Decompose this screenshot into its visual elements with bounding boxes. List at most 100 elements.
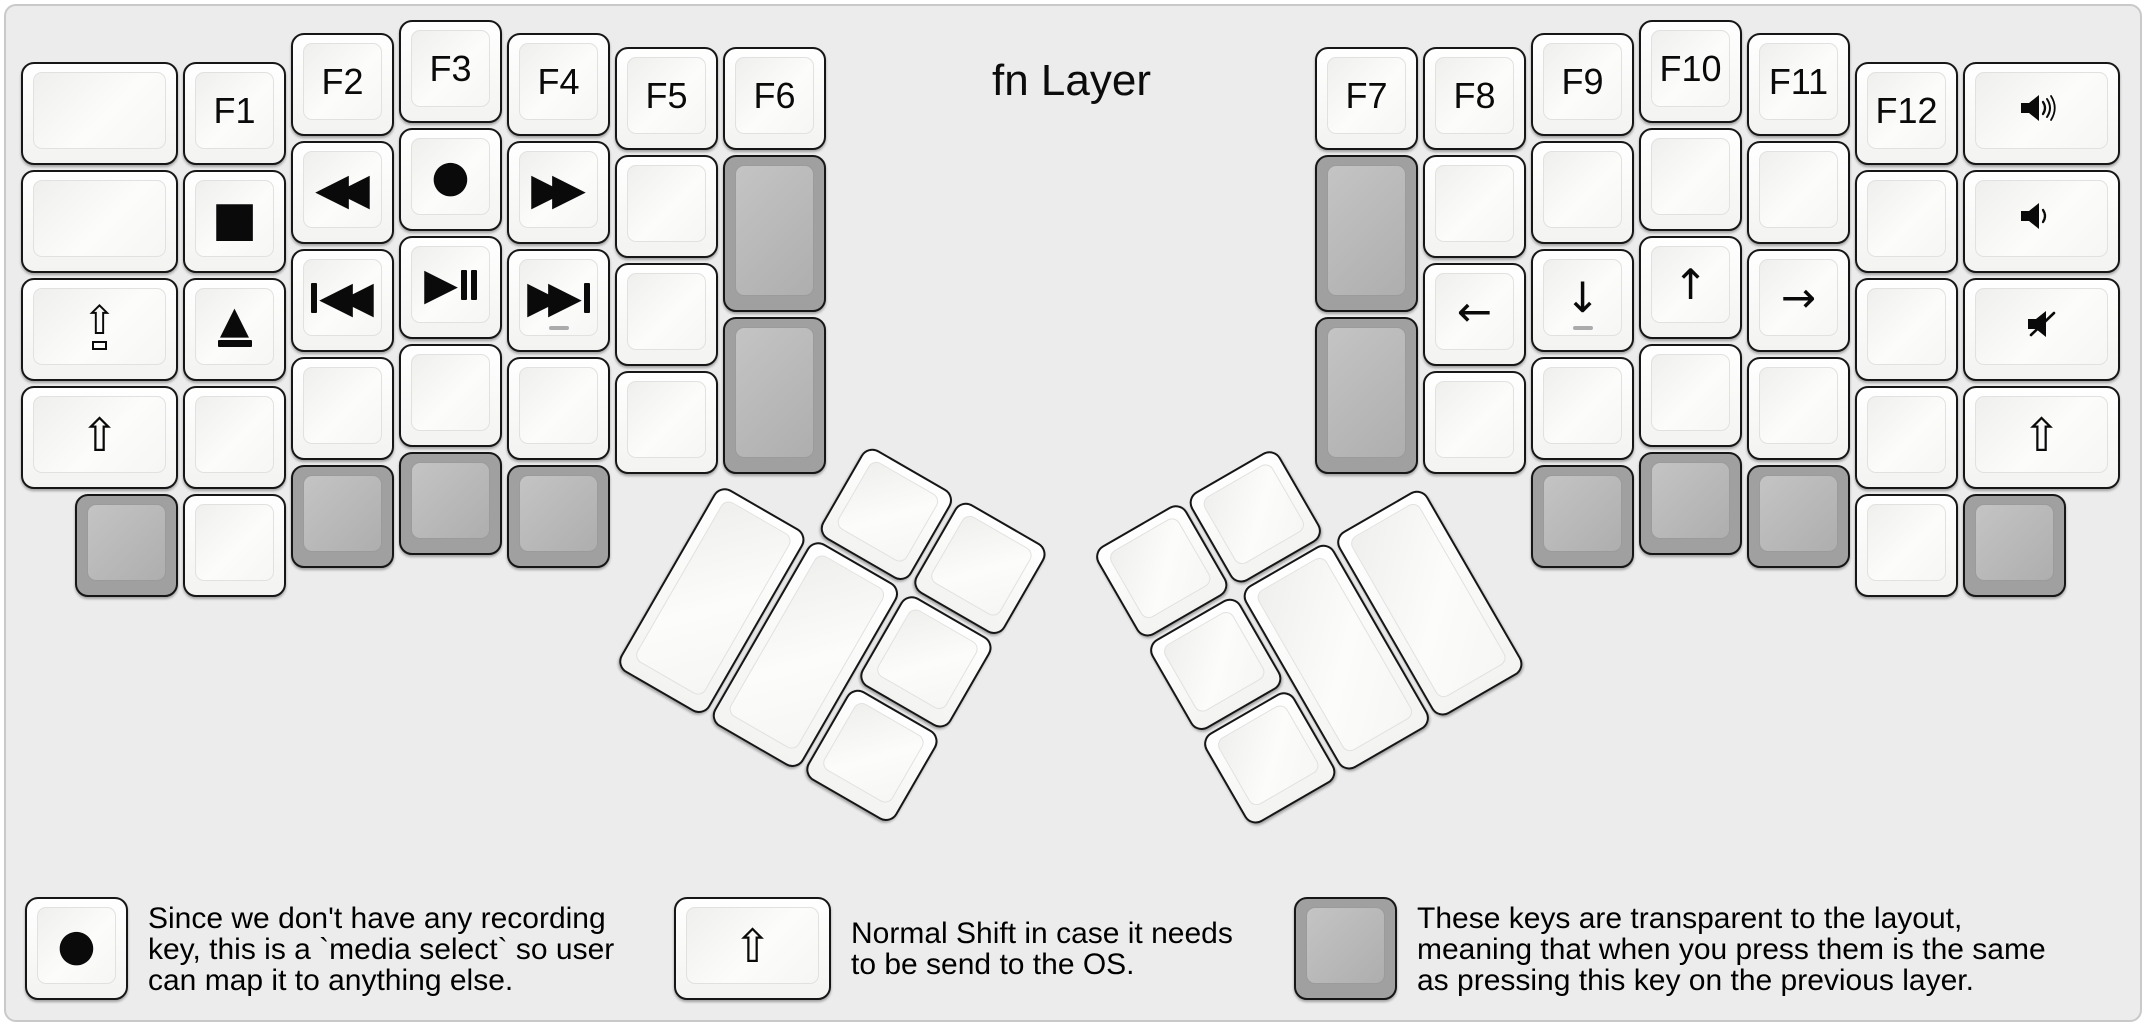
keytop bbox=[33, 72, 166, 149]
key-transparent[interactable] bbox=[507, 465, 610, 568]
keytop bbox=[1543, 475, 1622, 552]
keytop bbox=[1759, 475, 1838, 552]
key-f1[interactable]: F1 bbox=[183, 62, 286, 165]
key-blank[interactable] bbox=[21, 170, 178, 273]
key-transparent[interactable] bbox=[1747, 465, 1850, 568]
key-blank[interactable] bbox=[183, 386, 286, 489]
key-previous-track[interactable]: ◀◀ bbox=[291, 249, 394, 352]
keytop bbox=[1975, 288, 2108, 365]
key-transparent[interactable] bbox=[1639, 452, 1742, 555]
key-f7[interactable]: F7 bbox=[1315, 47, 1418, 150]
key-blank[interactable] bbox=[1531, 141, 1634, 244]
key-blank[interactable] bbox=[1639, 344, 1742, 447]
legend-text-line: Normal Shift in case it needs bbox=[851, 917, 1233, 950]
key-blank[interactable] bbox=[1423, 371, 1526, 474]
key-media-select[interactable]: ● bbox=[399, 128, 502, 231]
key-transparent[interactable] bbox=[1315, 155, 1418, 312]
key-blank[interactable] bbox=[615, 155, 718, 258]
key-transparent[interactable] bbox=[1315, 317, 1418, 474]
key-transparent[interactable] bbox=[291, 465, 394, 568]
key-f8[interactable]: F8 bbox=[1423, 47, 1526, 150]
keytop bbox=[303, 475, 382, 552]
key-blank[interactable] bbox=[21, 62, 178, 165]
key-blank[interactable] bbox=[1855, 170, 1958, 273]
key-blank[interactable] bbox=[1747, 141, 1850, 244]
keytop: ⇧ bbox=[33, 396, 166, 473]
key-mute[interactable] bbox=[1963, 278, 2120, 381]
key-volume-down[interactable] bbox=[1963, 170, 2120, 273]
key-blank[interactable] bbox=[291, 357, 394, 460]
key-blank[interactable] bbox=[615, 263, 718, 366]
key-shift[interactable]: ⇧ bbox=[21, 386, 178, 489]
key-transparent[interactable] bbox=[1531, 465, 1634, 568]
key-blank[interactable] bbox=[1639, 128, 1742, 231]
rewind-icon: ◀◀ bbox=[315, 163, 370, 215]
key-play-pause[interactable]: ▶ bbox=[399, 236, 502, 339]
key-f4[interactable]: F4 bbox=[507, 33, 610, 136]
key-blank[interactable] bbox=[1855, 494, 1958, 597]
key-volume-up[interactable] bbox=[1963, 62, 2120, 165]
keytop: ▶ bbox=[411, 246, 490, 323]
keytop bbox=[1543, 151, 1622, 228]
key-blank[interactable] bbox=[507, 357, 610, 460]
stop-icon: ■ bbox=[211, 190, 258, 247]
key-blank[interactable] bbox=[399, 344, 502, 447]
keytop bbox=[1867, 504, 1946, 581]
previous-track-icon: ◀◀ bbox=[311, 275, 374, 320]
key-transparent[interactable] bbox=[723, 155, 826, 312]
volume-up-icon bbox=[2020, 94, 2064, 127]
key-f3[interactable]: F3 bbox=[399, 20, 502, 123]
key-f2[interactable]: F2 bbox=[291, 33, 394, 136]
key-label: F7 bbox=[1345, 74, 1388, 116]
key-arrow-down[interactable]: ↓ bbox=[1531, 249, 1634, 352]
key-arrow-up[interactable]: ↑ bbox=[1639, 236, 1742, 339]
keytop: ⇧ bbox=[33, 288, 166, 365]
key-blank[interactable] bbox=[1747, 357, 1850, 460]
keytop bbox=[519, 367, 598, 444]
key-fast-forward[interactable]: ▶▶ bbox=[507, 141, 610, 244]
key-stop[interactable]: ■ bbox=[183, 170, 286, 273]
keytop: ↓ bbox=[1543, 259, 1622, 336]
key-f11[interactable]: F11 bbox=[1747, 33, 1850, 136]
key-blank[interactable] bbox=[1531, 357, 1634, 460]
arrow-right-icon: → bbox=[1780, 272, 1817, 322]
key-next-track[interactable]: ▶▶ bbox=[507, 249, 610, 352]
shift-icon: ⇧ bbox=[80, 407, 119, 462]
key-transparent[interactable] bbox=[723, 317, 826, 474]
keytop bbox=[1306, 907, 1385, 984]
key-f12[interactable]: F12 bbox=[1855, 62, 1958, 165]
key-eject[interactable]: ▲ bbox=[183, 278, 286, 381]
caps-lock-icon: ⇧ bbox=[83, 301, 116, 350]
legend-text: These keys are transparent to the layout… bbox=[1417, 903, 2046, 996]
key-transparent[interactable] bbox=[1963, 494, 2066, 597]
key-caps-lock[interactable]: ⇧ bbox=[21, 278, 178, 381]
keytop: ■ bbox=[195, 180, 274, 257]
keytop bbox=[735, 165, 814, 296]
keytop bbox=[411, 354, 490, 431]
keytop: F8 bbox=[1435, 57, 1514, 134]
key-shift[interactable]: ⇧ bbox=[1963, 386, 2120, 489]
key-rewind[interactable]: ◀◀ bbox=[291, 141, 394, 244]
key-blank[interactable] bbox=[1855, 386, 1958, 489]
key-transparent[interactable] bbox=[75, 494, 178, 597]
keytop bbox=[519, 475, 598, 552]
key-blank[interactable] bbox=[1855, 278, 1958, 381]
keytop bbox=[1651, 354, 1730, 431]
keytop: ● bbox=[411, 138, 490, 215]
key-arrow-right[interactable]: → bbox=[1747, 249, 1850, 352]
key-f9[interactable]: F9 bbox=[1531, 33, 1634, 136]
keytop bbox=[1327, 165, 1406, 296]
key-label: F9 bbox=[1561, 60, 1604, 102]
keytop bbox=[735, 327, 814, 458]
key-arrow-left[interactable]: ← bbox=[1423, 263, 1526, 366]
key-blank[interactable] bbox=[183, 494, 286, 597]
keytop bbox=[1214, 702, 1322, 809]
key-f10[interactable]: F10 bbox=[1639, 20, 1742, 123]
key-blank[interactable] bbox=[1423, 155, 1526, 258]
key-transparent[interactable] bbox=[399, 452, 502, 555]
layer-title: fn Layer bbox=[992, 56, 1151, 105]
key-f5[interactable]: F5 bbox=[615, 47, 718, 150]
key-f6[interactable]: F6 bbox=[723, 47, 826, 150]
key-blank[interactable] bbox=[615, 371, 718, 474]
